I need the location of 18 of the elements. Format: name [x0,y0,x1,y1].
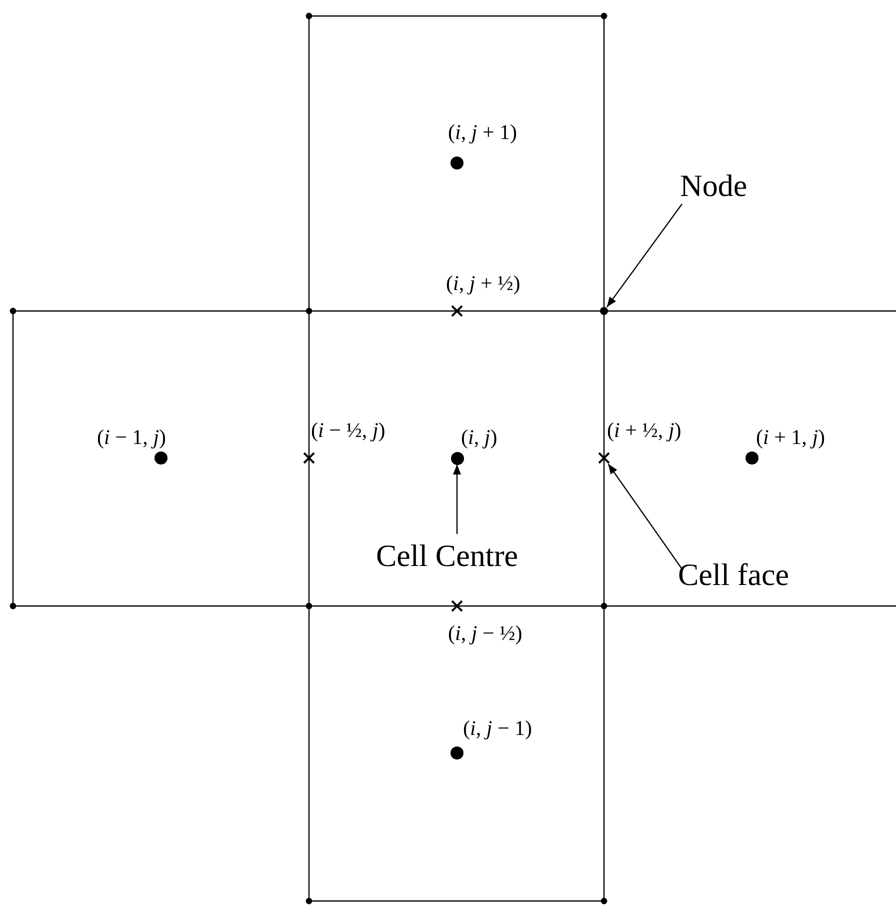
cell-face-label: Cell face [678,556,790,594]
coordinate-label: (i, j − ½) [448,620,522,646]
coordinate-label: (i + 1, j) [756,424,826,450]
mesh-node-dot [600,307,608,315]
cell-centre-label: Cell Centre [376,537,520,575]
leader-arrow [608,464,682,570]
leader-arrow [606,204,682,308]
coordinate-label: (i, j) [461,424,498,450]
coordinate-label: (i − 1, j) [97,424,166,450]
cell-centre-dot [450,452,464,464]
coordinate-label: (i, j + ½) [446,270,520,296]
leader-arrow [453,464,461,534]
coordinate-label: (i − ½, j) [311,417,386,443]
coordinate-label: (i + ½, j) [607,417,682,443]
coordinate-label: (i, j + 1) [448,119,518,145]
coordinate-label: (i, j − 1) [463,715,532,741]
cell-face-cross [598,452,610,464]
node-label: Node [680,167,748,205]
